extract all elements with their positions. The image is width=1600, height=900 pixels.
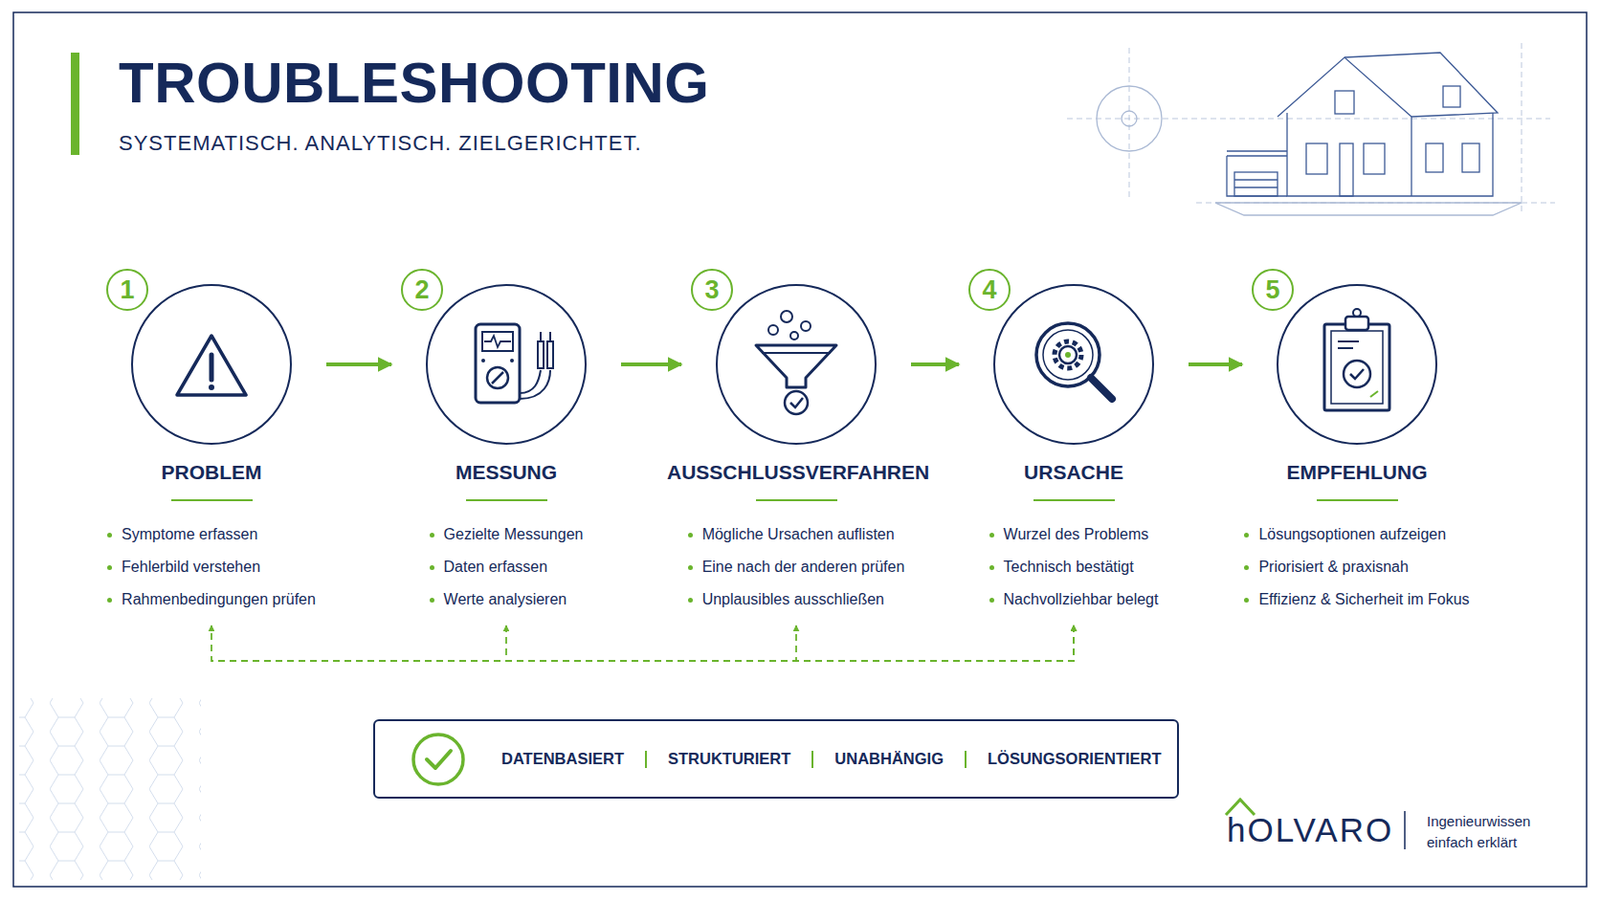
title: TROUBLESHOOTING <box>118 49 711 116</box>
bullet-item: Unplausibles ausschließen <box>688 583 906 617</box>
callout-number: 5 <box>1251 268 1294 312</box>
icon-circle <box>993 284 1155 445</box>
step-heading: MESSUNG <box>377 461 636 485</box>
step-heading: AUSSCHLUSSVERFAHREN <box>666 461 926 485</box>
connector <box>326 362 392 367</box>
heading-underline <box>1316 499 1399 502</box>
bullet-item: Wurzel des Problems <box>989 518 1159 552</box>
connector <box>911 362 959 367</box>
check-icon <box>409 731 467 789</box>
separator <box>811 751 814 769</box>
label-text: hOLVARO <box>1226 811 1394 850</box>
house-illustration <box>1066 43 1556 216</box>
bullet-list: Wurzel des ProblemsTechnisch bestätigtNa… <box>989 518 1159 617</box>
bullet-item: Effizienz & Sicherheit im Fokus <box>1244 583 1469 617</box>
connector <box>621 362 682 367</box>
icon-circle <box>715 284 877 445</box>
bullet-item: Priorisiert & praxisnah <box>1244 551 1469 584</box>
bullet-item: Eine nach der anderen prüfen <box>688 551 906 584</box>
bullet-item: Nachvollziehbar belegt <box>989 583 1159 617</box>
step-icon <box>1278 286 1436 444</box>
bullet-list: Gezielte MessungenDaten erfassenWerte an… <box>429 518 584 617</box>
separator <box>644 751 647 769</box>
connector <box>796 625 1074 662</box>
step-heading: PROBLEM <box>82 461 341 485</box>
process-step: 3AUSSCHLUSSVERFAHREN Mögliche Ursachen au… <box>666 258 926 617</box>
step-heading: EMPFEHLUNG <box>1227 461 1487 485</box>
bullet-item: Werte analysieren <box>429 583 584 617</box>
bullet-item: Lösungsoptionen aufzeigen <box>1244 518 1469 552</box>
bullet-list: Lösungsoptionen aufzeigenPriorisiert & p… <box>1244 518 1469 617</box>
summary-band: DATENBASIERT STRUKTURIERT UNABHÄNGIG LÖSUNG… <box>373 719 1179 800</box>
icon-circle <box>131 284 292 445</box>
bullet-item: Gezielte Messungen <box>429 518 584 552</box>
accent-bar <box>70 52 80 156</box>
process-step: 2MESSUNG Gezielte MessungenDaten erfassen… <box>377 258 636 617</box>
keyword: STRUKTURIERT <box>667 750 791 769</box>
icon-circle <box>425 284 587 445</box>
callout-number: 4 <box>968 268 1011 312</box>
hex-texture <box>19 698 201 881</box>
bullet-item: Daten erfassen <box>429 551 584 584</box>
bullet-list: Mögliche Ursachen auflistenEine nach der… <box>688 518 906 617</box>
logo-divider <box>1403 811 1406 850</box>
callout-number: 2 <box>400 268 444 312</box>
step-icon <box>717 286 875 444</box>
heading-underline <box>755 499 838 502</box>
step-heading: URSACHE <box>944 461 1203 485</box>
bullet-list: Symptome erfassenFehlerbild verstehenRah… <box>107 518 316 617</box>
separator <box>964 751 967 769</box>
connector <box>1188 362 1243 367</box>
bullet-item: Fehlerbild verstehen <box>107 551 316 584</box>
step-icon <box>133 286 290 444</box>
icon-circle <box>1276 284 1438 445</box>
keyword: UNABHÄNGIG <box>834 750 944 769</box>
heading-underline <box>171 499 253 502</box>
keyword: LÖSUNGSORIENTIERT <box>987 750 1162 769</box>
process-step: 1PROBLEM Symptome erfassenFehlerbild vers… <box>82 258 341 617</box>
callout-number: 1 <box>106 268 149 312</box>
page-frame <box>13 12 1587 888</box>
process-step: 5EMPFEHLUNG Lösungsoptionen aufzeigenPrio… <box>1227 258 1487 617</box>
heading-underline <box>1033 499 1115 502</box>
label-text: Ingenieurwissen einfach erklärt <box>1426 811 1542 854</box>
connector <box>211 625 1074 662</box>
bullet-item: Symptome erfassen <box>107 518 316 552</box>
step-icon <box>995 286 1153 444</box>
connector <box>506 625 1074 662</box>
step-icon <box>427 286 585 444</box>
keyword: DATENBASIERT <box>501 750 624 769</box>
bullet-item: Rahmenbedingungen prüfen <box>107 583 316 617</box>
callout-number: 3 <box>690 268 734 312</box>
heading-underline <box>466 499 548 502</box>
label-text: SYSTEMATISCH. ANALYTISCH. ZIELGERICHTET. <box>118 131 643 156</box>
process-step: 4URSACHE Wurzel des ProblemsTechnisch bes… <box>944 258 1203 617</box>
bullet-item: Mögliche Ursachen auflisten <box>688 518 906 552</box>
bullet-item: Technisch bestätigt <box>989 551 1159 584</box>
